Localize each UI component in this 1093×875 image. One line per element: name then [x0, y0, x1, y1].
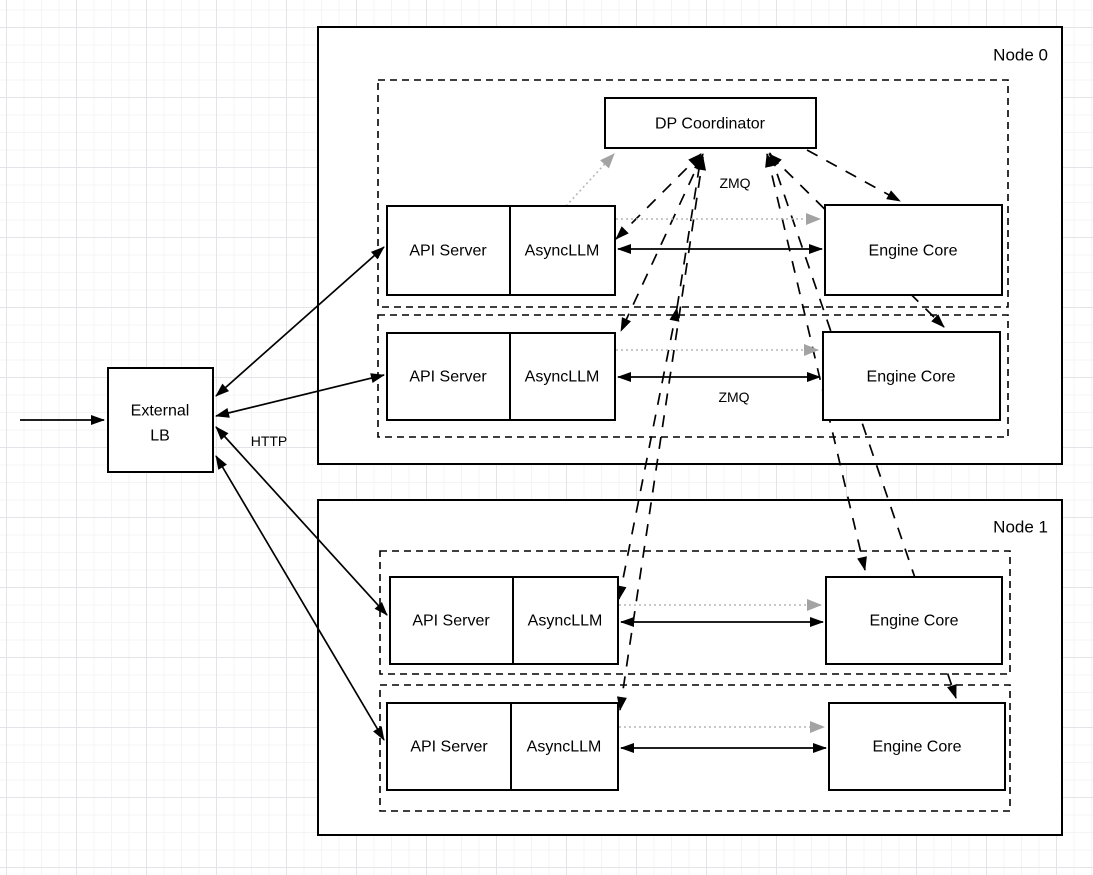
asyncllm-label: AsyncLLM [527, 739, 602, 756]
api-server-label: API Server [409, 369, 487, 386]
api-server-box [386, 702, 512, 791]
asyncllm-box [509, 332, 616, 421]
http-label: HTTP [251, 433, 288, 449]
node0-label: Node 0 [993, 46, 1048, 65]
zmq-label-row2: ZMQ [718, 389, 749, 405]
external-lb-label-line1: External [131, 403, 190, 420]
lb-apiserver1-arrow [215, 373, 385, 418]
engine-core-box [824, 204, 1003, 296]
zmq-dashed-coordinator-engine3 [769, 152, 957, 699]
engine-core-box [828, 702, 1006, 791]
rank0-dashed-box [377, 79, 1009, 308]
engine-core-label: Engine Core [870, 613, 959, 630]
asyncllm-label: AsyncLLM [528, 613, 603, 630]
api-server-box [389, 576, 514, 665]
engine-core-label: Engine Core [873, 739, 962, 756]
external-lb-box [107, 367, 214, 473]
asyncllm-label: AsyncLLM [525, 243, 600, 260]
lb-apiserver3-arrow [215, 455, 385, 741]
engine-core-label: Engine Core [867, 369, 956, 386]
asyncllm-box [509, 205, 616, 296]
node1-label: Node 1 [993, 518, 1048, 537]
engine-core-box [825, 576, 1003, 665]
dotted-asyncllm0-coordinator [565, 153, 615, 207]
api-server-box [386, 205, 511, 296]
dp-coordinator-box [604, 97, 817, 149]
api-server-label: API Server [410, 739, 488, 756]
zmq-label-top: ZMQ [719, 175, 750, 191]
lb-apiserver0-arrow [215, 246, 385, 397]
asyncllm-box [512, 576, 619, 665]
engine-core-box [822, 331, 1001, 421]
api-server-label: API Server [409, 243, 487, 260]
api-server-box [386, 332, 511, 421]
engine-core-label: Engine Core [869, 243, 958, 260]
external-lb-label-line2: LB [150, 428, 170, 445]
dp-coordinator-label: DP Coordinator [655, 116, 766, 133]
asyncllm-box [510, 702, 619, 791]
asyncllm-label: AsyncLLM [525, 369, 600, 386]
api-server-label: API Server [412, 613, 490, 630]
